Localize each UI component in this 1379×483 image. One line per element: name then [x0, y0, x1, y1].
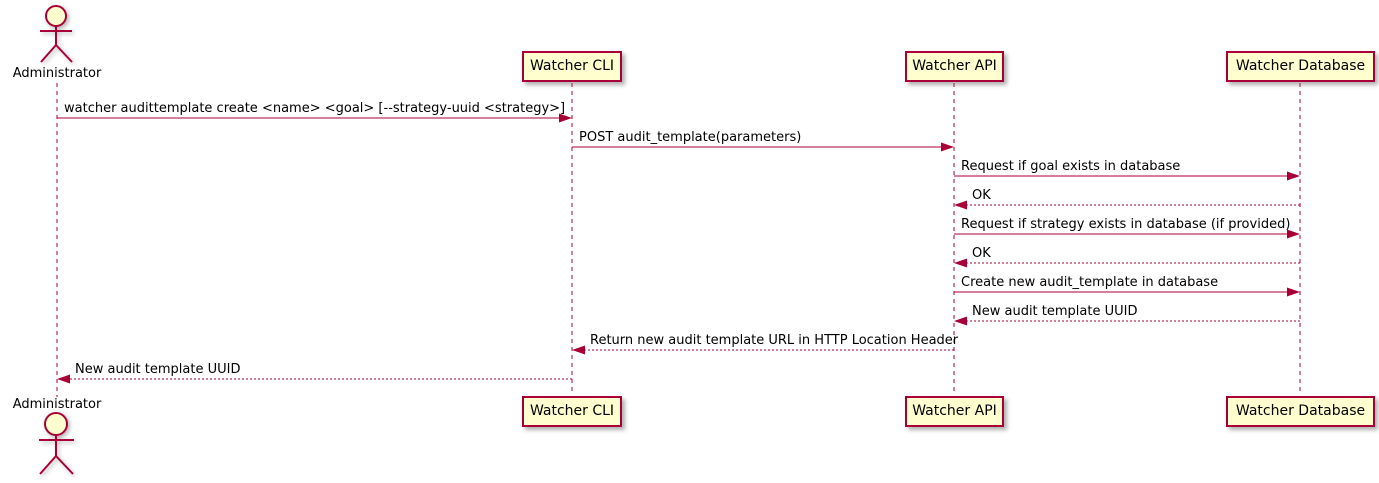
message-arrowhead-7: [1287, 287, 1300, 297]
actor-figure-bottom: [39, 412, 74, 475]
participant-box-watcher-api-top: Watcher API: [905, 51, 1004, 82]
message-label-7: Create new audit_template in database: [961, 275, 1219, 290]
actor-leg-right: [55, 455, 74, 475]
message-arrowhead-4: [954, 200, 967, 210]
actor-head: [44, 412, 68, 436]
actor-leg-right: [55, 44, 73, 63]
message-arrowhead-9: [572, 345, 585, 355]
message-label-1: watcher audittemplate create <name> <goa…: [64, 101, 566, 116]
message-arrowhead-3: [1287, 171, 1300, 181]
participant-box-watcher-database-bottom: Watcher Database: [1226, 396, 1375, 427]
message-label-2: POST audit_template(parameters): [579, 130, 802, 145]
actor-label-administrator-top: Administrator: [12, 66, 102, 81]
message-label-6: OK: [972, 246, 991, 261]
message-label-5: Request if strategy exists in database (…: [961, 217, 1291, 232]
message-arrowhead-5: [1287, 229, 1300, 239]
message-label-8: New audit template UUID: [972, 304, 1138, 319]
actor-label-administrator-bottom: Administrator: [12, 397, 102, 412]
message-label-4: OK: [972, 188, 991, 203]
message-label-3: Request if goal exists in database: [961, 159, 1181, 174]
message-arrowhead-6: [954, 258, 967, 268]
actor-figure-top: [40, 5, 73, 63]
message-arrowhead-10: [57, 374, 70, 384]
message-label-10: New audit template UUID: [75, 362, 241, 377]
message-arrowhead-2: [941, 142, 954, 152]
participant-box-watcher-cli-top: Watcher CLI: [522, 51, 622, 82]
message-arrowhead-8: [954, 316, 967, 326]
actor-leg-left: [40, 44, 57, 63]
generated-lines: [56, 83, 1301, 397]
message-label-9: Return new audit template URL in HTTP Lo…: [590, 333, 959, 348]
participant-box-watcher-cli-bottom: Watcher CLI: [522, 396, 622, 427]
actor-leg-left: [39, 455, 57, 475]
participant-box-watcher-database-top: Watcher Database: [1226, 51, 1375, 82]
message-arrowhead-1: [559, 113, 572, 123]
actor-head: [45, 5, 67, 27]
participant-box-watcher-api-bottom: Watcher API: [905, 396, 1004, 427]
